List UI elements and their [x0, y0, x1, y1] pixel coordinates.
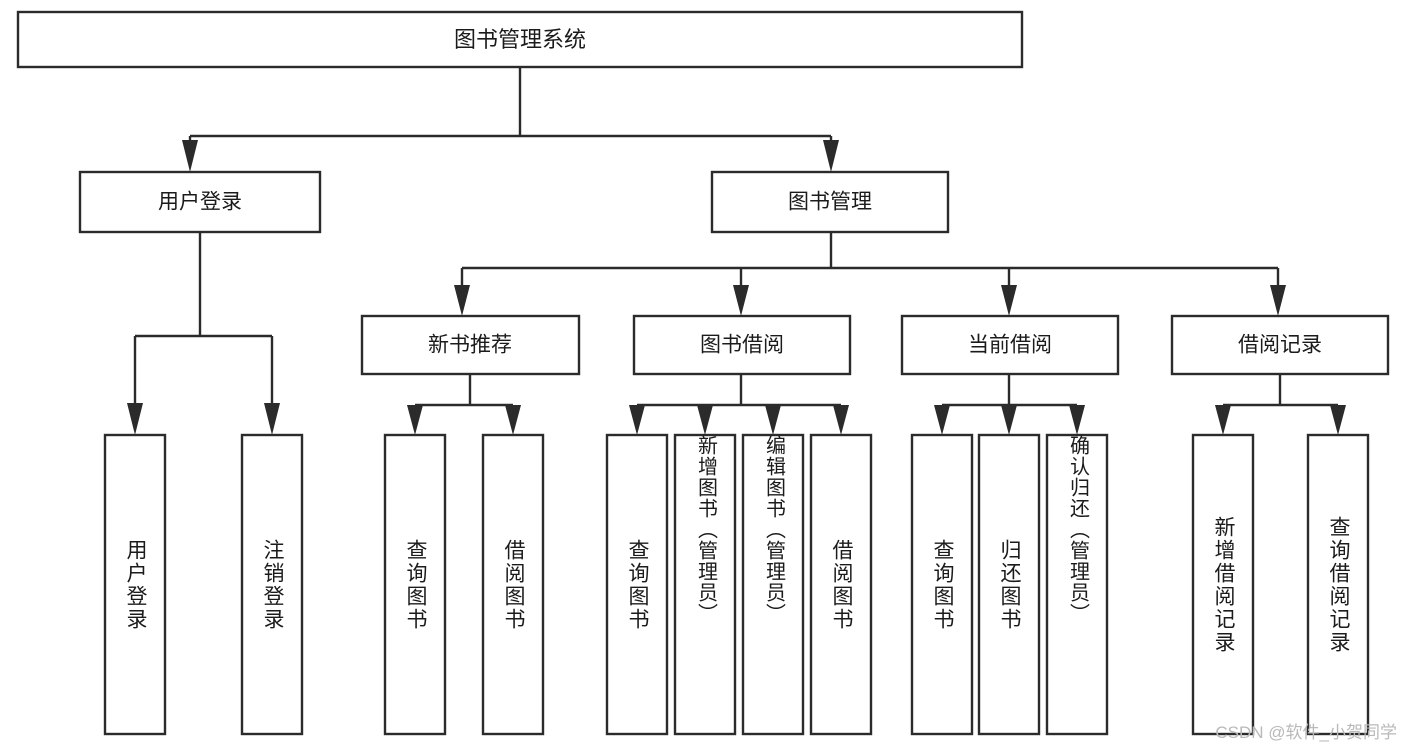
- leaf-boxes: [103, 433, 1370, 736]
- node-borrow-record-box[interactable]: [1170, 314, 1390, 376]
- arrow-to-leaf-user-login: [127, 403, 143, 435]
- leaf-box-return-book[interactable]: [977, 433, 1041, 736]
- arrow-to-book-borrow: [733, 285, 749, 316]
- arrow-to-leaf-confirm-return: [1069, 405, 1085, 435]
- leaf-box-query-book-3[interactable]: [910, 433, 974, 736]
- node-new-book-recommend-box[interactable]: [360, 314, 581, 376]
- arrow-to-leaf-logout-login: [264, 403, 280, 435]
- leaf-box-query-record[interactable]: [1306, 433, 1370, 736]
- node-root[interactable]: 图书管理系统: [16, 10, 1024, 69]
- node-new-book-recommend[interactable]: 新书推荐: [360, 314, 581, 376]
- node-current-borrow-label: 当前借阅: [968, 334, 1052, 357]
- edge-group-user-login: [127, 232, 280, 435]
- leaf-box-confirm-return[interactable]: [1045, 433, 1109, 736]
- leaf-box-user-login[interactable]: [103, 433, 167, 736]
- node-user-login-label: 用户登录: [158, 191, 242, 214]
- arrow-to-new-book-recommend: [454, 285, 470, 316]
- leaf-box-edit-book[interactable]: [741, 433, 805, 736]
- arrow-to-leaf-borrow-book-1: [505, 405, 521, 435]
- arrow-to-leaf-borrow-book-2: [833, 405, 849, 435]
- arrow-to-leaf-add-record: [1215, 405, 1231, 435]
- edge-group-current-borrow: [934, 375, 1085, 435]
- node-book-management-box[interactable]: [710, 170, 950, 234]
- edge-group-borrow-record: [1215, 375, 1346, 435]
- arrow-to-borrow-record: [1270, 285, 1286, 316]
- arrow-to-leaf-add-book: [697, 405, 713, 435]
- node-borrow-record[interactable]: 借阅记录: [1170, 314, 1390, 376]
- leaf-box-query-book-1[interactable]: [383, 433, 447, 736]
- node-book-borrow[interactable]: 图书借阅: [632, 314, 852, 376]
- edge-group-new-book-recommend: [407, 375, 521, 435]
- node-root-box[interactable]: [16, 10, 1024, 69]
- node-current-borrow[interactable]: 当前借阅: [900, 314, 1120, 376]
- node-book-management[interactable]: 图书管理: [710, 170, 950, 234]
- arrow-to-leaf-query-record: [1330, 405, 1346, 435]
- node-current-borrow-box[interactable]: [900, 314, 1120, 376]
- edge-group-book-management: [454, 232, 1286, 316]
- node-book-management-label: 图书管理: [788, 191, 872, 214]
- edge-group-book-borrow: [629, 375, 849, 435]
- leaf-box-query-book-2[interactable]: [605, 433, 669, 736]
- node-user-login[interactable]: 用户登录: [78, 170, 322, 234]
- arrow-to-current-borrow: [1001, 285, 1017, 316]
- edge-group-root: [182, 67, 839, 172]
- node-book-borrow-label: 图书借阅: [700, 334, 784, 357]
- leaf-box-borrow-book-2[interactable]: [809, 433, 873, 736]
- arrow-to-user-login: [182, 140, 198, 172]
- leaf-box-add-book[interactable]: [673, 433, 737, 736]
- node-user-login-box[interactable]: [78, 170, 322, 234]
- leaf-box-add-record[interactable]: [1191, 433, 1255, 736]
- arrow-to-leaf-return-book: [1001, 405, 1017, 435]
- leaf-box-logout-login[interactable]: [240, 433, 304, 736]
- node-root-label: 图书管理系统: [454, 27, 586, 52]
- node-book-borrow-box[interactable]: [632, 314, 852, 376]
- node-new-book-recommend-label: 新书推荐: [428, 334, 512, 357]
- leaf-box-borrow-book-1[interactable]: [481, 433, 545, 736]
- arrow-to-book-management: [823, 140, 839, 172]
- arrow-to-leaf-query-book-2: [629, 405, 645, 435]
- arrow-to-leaf-edit-book: [765, 405, 781, 435]
- arrow-to-leaf-query-book-3: [934, 405, 950, 435]
- arrow-to-leaf-query-book-1: [407, 405, 423, 435]
- node-borrow-record-label: 借阅记录: [1238, 334, 1322, 357]
